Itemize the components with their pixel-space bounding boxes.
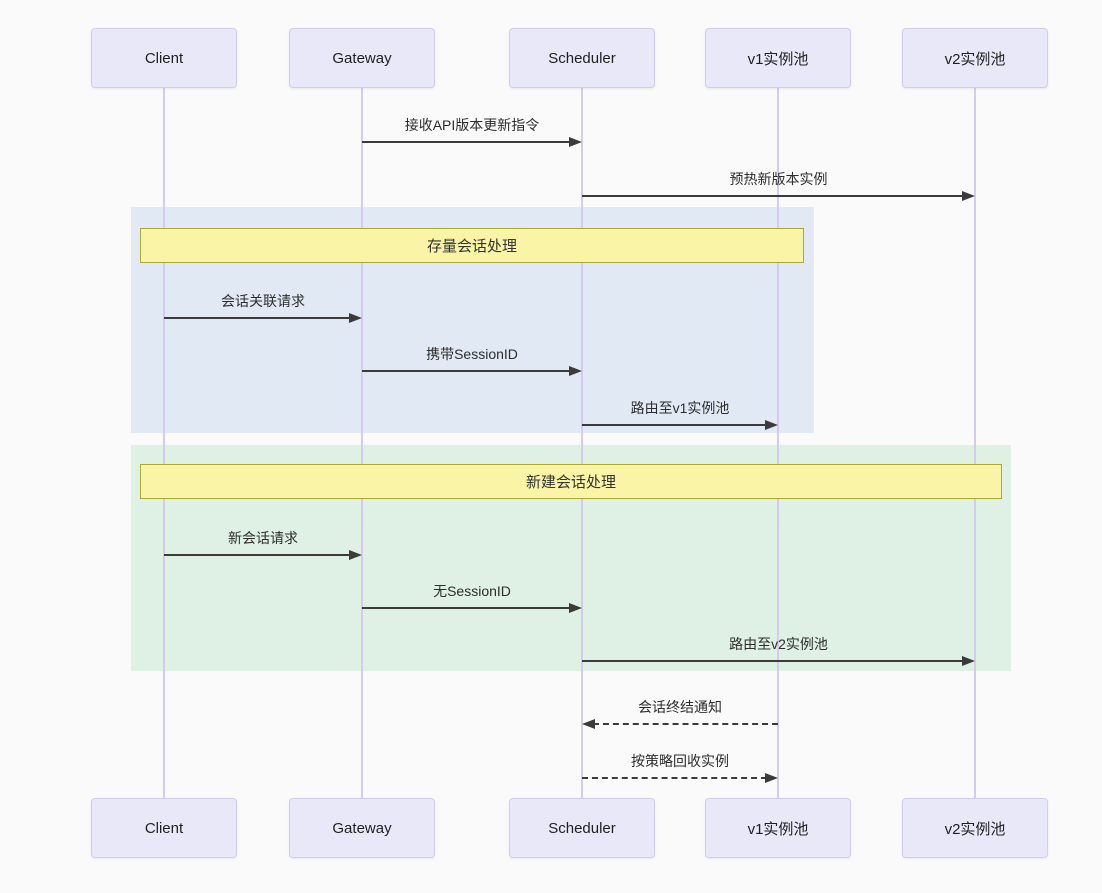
actor-top-gateway: Gateway	[289, 28, 435, 88]
actor-label: Gateway	[332, 49, 392, 67]
message-line	[362, 141, 571, 143]
message-arrowhead	[765, 773, 778, 783]
actor-bottom-client: Client	[91, 798, 237, 858]
actor-label: v2实例池	[944, 50, 1006, 68]
message-line	[582, 777, 767, 779]
message-arrowhead	[349, 550, 362, 560]
lifeline-client	[163, 88, 165, 798]
section-title-bar-existing-session: 存量会话处理	[140, 228, 804, 263]
section-title-label: 新建会话处理	[525, 474, 616, 491]
lifeline-scheduler	[581, 88, 583, 798]
message-line	[362, 370, 571, 372]
message-label: 携带SessionID	[426, 346, 518, 362]
message-label: 会话终结通知	[638, 699, 722, 715]
actor-label: Client	[144, 819, 184, 837]
actor-top-v2: v2实例池	[902, 28, 1048, 88]
message-arrowhead	[569, 366, 582, 376]
message-line	[164, 317, 351, 319]
actor-label: Scheduler	[548, 49, 616, 67]
message-line	[582, 660, 964, 662]
message-arrowhead	[962, 191, 975, 201]
message-label: 路由至v2实例池	[729, 636, 828, 652]
message-arrowhead	[582, 719, 595, 729]
message-line	[582, 195, 964, 197]
actor-label: Scheduler	[548, 819, 616, 837]
actor-label: v1实例池	[747, 820, 809, 838]
actor-top-client: Client	[91, 28, 237, 88]
actor-label: Client	[144, 49, 184, 67]
message-arrowhead	[569, 137, 582, 147]
lifeline-v2	[974, 88, 976, 798]
message-arrowhead	[962, 656, 975, 666]
section-title-label: 存量会话处理	[426, 238, 517, 255]
message-line	[593, 723, 778, 725]
section-title-bar-new-session: 新建会话处理	[140, 464, 1002, 499]
message-line	[362, 607, 571, 609]
message-label: 路由至v1实例池	[630, 400, 730, 416]
lifeline-v1	[777, 88, 779, 798]
message-label: 会话关联请求	[221, 293, 305, 309]
actor-label: v2实例池	[944, 820, 1006, 838]
actor-bottom-v2: v2实例池	[902, 798, 1048, 858]
actor-label: Gateway	[332, 819, 392, 837]
message-line	[582, 424, 767, 426]
actor-bottom-gateway: Gateway	[289, 798, 435, 858]
message-arrowhead	[569, 603, 582, 613]
message-label: 接收API版本更新指令	[404, 117, 540, 133]
actor-bottom-v1: v1实例池	[705, 798, 851, 858]
message-line	[164, 554, 351, 556]
lifeline-gateway	[361, 88, 363, 798]
message-label: 按策略回收实例	[631, 753, 729, 769]
message-label: 新会话请求	[228, 530, 298, 546]
actor-bottom-scheduler: Scheduler	[509, 798, 655, 858]
actor-top-v1: v1实例池	[705, 28, 851, 88]
actor-top-scheduler: Scheduler	[509, 28, 655, 88]
message-arrowhead	[349, 313, 362, 323]
message-label: 预热新版本实例	[729, 171, 828, 187]
message-label: 无SessionID	[433, 583, 511, 599]
message-arrowhead	[765, 420, 778, 430]
actor-label: v1实例池	[747, 50, 809, 68]
